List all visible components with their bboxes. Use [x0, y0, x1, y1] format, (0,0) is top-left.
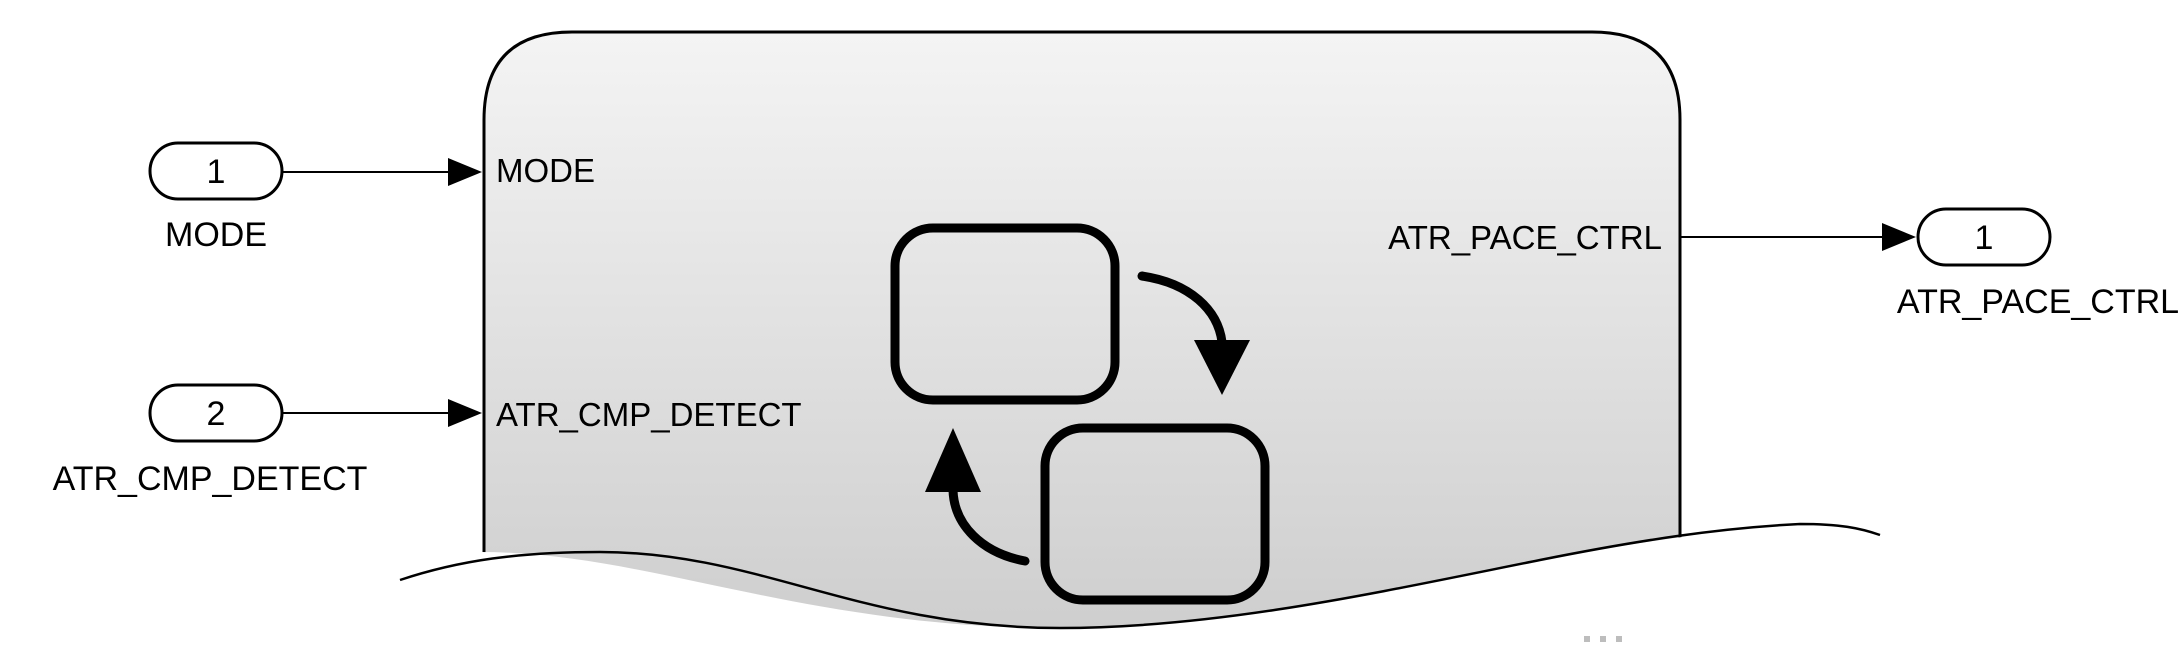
outport-number-atr-pace-ctrl: 1: [1975, 219, 1994, 257]
transition-arrow-right: [1137, 271, 1227, 347]
inport-name-atr-cmp-detect: ATR_CMP_DETECT: [53, 460, 368, 498]
outport-oval-atr-pace-ctrl: [1916, 207, 2052, 267]
signal-arrowhead-atr-cmp-detect: [448, 399, 482, 427]
inport-number-atr-cmp-detect: 2: [207, 395, 226, 433]
chart-block-torn-edge: [399, 522, 1881, 630]
transition-arrow-left: [948, 485, 1030, 566]
signal-line-atr-cmp-detect[interactable]: [282, 399, 482, 427]
chart-output-label-atr-pace-ctrl: ATR_PACE_CTRL: [1388, 219, 1662, 256]
outport-block-atr-pace-ctrl[interactable]: 1 ATR_PACE_CTRL: [1897, 207, 2179, 321]
signal-line-mode[interactable]: [282, 158, 482, 186]
signal-line-atr-pace-ctrl[interactable]: [1680, 223, 1916, 251]
state-box-top: [890, 223, 1120, 405]
outport-name-atr-pace-ctrl: ATR_PACE_CTRL: [1897, 283, 2179, 321]
inport-name-mode: MODE: [165, 216, 267, 254]
signal-arrowhead-mode: [448, 158, 482, 186]
inport-number-mode: 1: [207, 153, 226, 191]
inport-block-atr-cmp-detect[interactable]: 2 ATR_CMP_DETECT: [53, 383, 368, 498]
ellipsis-icon: [1584, 636, 1622, 642]
transition-arrowhead-down: [1194, 340, 1250, 395]
chart-input-label-atr-cmp-detect: ATR_CMP_DETECT: [496, 396, 802, 433]
stateflow-chart-block[interactable]: MODE ATR_CMP_DETECT ATR_PACE_CTRL: [399, 30, 1881, 648]
chart-block-body: [482, 30, 1682, 628]
stateflow-chart-icon: [890, 223, 1270, 605]
transition-arrowhead-up: [925, 428, 981, 492]
inport-block-mode[interactable]: 1 MODE: [148, 141, 284, 254]
signal-arrowhead-atr-pace-ctrl: [1882, 223, 1916, 251]
chart-input-label-mode: MODE: [496, 152, 595, 189]
state-box-bottom: [1040, 423, 1270, 605]
